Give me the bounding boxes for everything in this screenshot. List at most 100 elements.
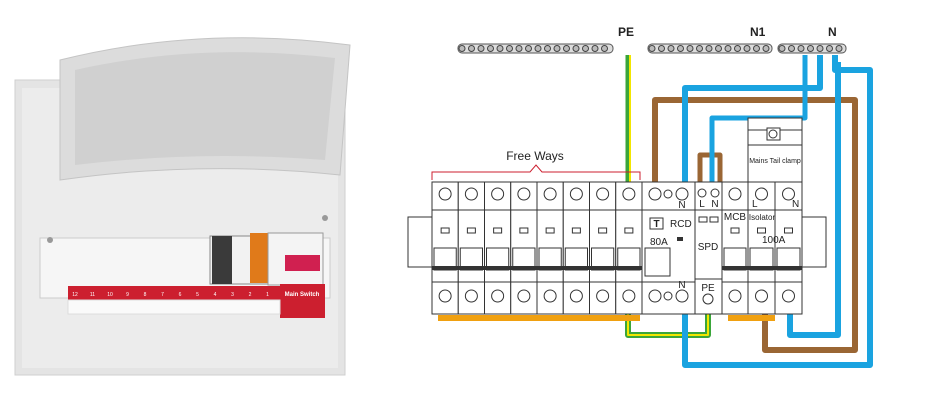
- busbar-screw-icon: [658, 45, 665, 52]
- spd-earth-stripe: [627, 312, 709, 336]
- terminal-icon: [464, 187, 478, 201]
- isolator-n-module: [774, 181, 803, 315]
- way-number: 5: [196, 292, 199, 298]
- terminal-icon: [491, 187, 505, 201]
- clamp-screw-icon: [768, 129, 778, 139]
- rcd-label: RCD: [670, 219, 692, 230]
- terminal-icon: [438, 289, 452, 303]
- indicator: [624, 227, 634, 234]
- n1-busbar-label: N1: [750, 25, 766, 39]
- free-way-module: [510, 181, 538, 315]
- busbar-screw-icon: [601, 45, 608, 52]
- din-rail-left: [407, 216, 433, 268]
- way-number: 11: [90, 292, 95, 298]
- terminal-icon: [728, 187, 742, 201]
- busbar-screw-icon: [572, 45, 580, 52]
- busbar-screw-icon: [553, 45, 561, 52]
- terminal-icon: [517, 289, 531, 303]
- spd-body: [694, 181, 723, 315]
- indicator: [466, 227, 476, 234]
- busbar-screw-icon: [534, 45, 542, 52]
- terminal-icon: [569, 289, 583, 303]
- spd-module: L N SPD PE: [694, 181, 723, 315]
- busbar-screw-icon: [826, 45, 833, 52]
- busbar-screw-icon: [797, 45, 805, 52]
- indicator: [571, 227, 581, 234]
- terminal-icon: [648, 289, 662, 303]
- indicator: [493, 227, 503, 234]
- indicator: [784, 227, 793, 234]
- busbar-screw-icon: [778, 45, 786, 52]
- busbar-screw-icon: [477, 45, 485, 52]
- busbar-screw-icon: [496, 45, 504, 52]
- spd-l-label: L: [699, 199, 705, 210]
- terminal-icon: [728, 289, 742, 303]
- rcd-rating: 80A: [650, 237, 668, 248]
- terminal-icon: [675, 289, 689, 303]
- busbar-screw-icon: [667, 45, 675, 52]
- isolator-neutral-wire: [787, 62, 841, 338]
- way-number: 6: [179, 292, 182, 298]
- terminal-icon: [596, 187, 610, 201]
- device-dark: [212, 236, 232, 284]
- terminal-icon: [543, 187, 557, 201]
- free-way-module: [431, 181, 459, 315]
- rcd-module: N N T RCD 80A: [641, 181, 696, 315]
- busbar-screw-icon: [807, 45, 814, 52]
- busbar-screw-icon: [705, 45, 713, 52]
- busbar-screw-icon: [734, 45, 741, 52]
- isolator-label: Isolator: [749, 213, 776, 222]
- way-blanks: [67, 299, 281, 315]
- way-number: 12: [72, 292, 78, 298]
- terminal-icon: [491, 289, 505, 303]
- way-number: 1: [266, 292, 269, 298]
- lid-inner: [75, 52, 335, 165]
- rcd-top-n-label: N: [678, 200, 685, 211]
- way-label-strip: [68, 286, 280, 300]
- free-ways-label: Free Ways: [506, 149, 564, 163]
- free-way-module: [615, 181, 643, 315]
- busbar-screw-icon: [515, 45, 523, 52]
- terminal-icon: [755, 187, 768, 201]
- busbar-screw-icon: [753, 45, 760, 52]
- spd-device: [250, 233, 268, 283]
- main-switch-label: Main Switch: [285, 292, 320, 298]
- rcd-toggle[interactable]: [644, 247, 671, 277]
- busbar-screw-icon: [648, 45, 656, 52]
- indicator: [440, 227, 450, 234]
- terminal-icon: [517, 187, 531, 201]
- rcd-test-button[interactable]: [649, 217, 664, 230]
- way-number: 4: [214, 292, 217, 298]
- din-rail-right: [799, 216, 827, 268]
- busbar-screw-icon: [686, 45, 694, 52]
- terminal-icon: [648, 187, 662, 201]
- terminal-icon: [782, 187, 795, 201]
- busbar-screw-icon: [563, 45, 570, 52]
- busbar-screw-icon: [544, 45, 551, 52]
- busbar-screw-icon: [458, 45, 466, 52]
- terminal-icon: [438, 187, 452, 201]
- terminal-icon: [702, 293, 714, 305]
- terminal-icon: [675, 187, 689, 201]
- mcb-module: [721, 181, 749, 315]
- busbar-screw-icon: [468, 45, 475, 52]
- free-way-module: [536, 181, 564, 315]
- pe-busbar-label: PE: [618, 25, 634, 39]
- way-number: 10: [107, 292, 113, 298]
- way-number: 2: [249, 292, 252, 298]
- rcd-bottom-n-label: N: [678, 280, 685, 291]
- terminal-icon: [622, 289, 636, 303]
- busbar-screw-icon: [715, 45, 722, 52]
- isolator-rating: 100A: [762, 235, 786, 246]
- tail-clamp-label: Mains Tail clamp: [749, 158, 801, 165]
- wiring-diagram: PE N1 N Free Ways: [407, 25, 873, 368]
- busbar-screw-icon: [762, 45, 770, 52]
- busbar-screw-icon: [506, 45, 513, 52]
- terminal-icon: [710, 188, 720, 198]
- mains-tail-clamp: Mains Tail clamp: [747, 117, 803, 183]
- free-ways: [431, 181, 643, 315]
- screw-icon: [47, 237, 53, 243]
- free-way-module: [484, 181, 512, 315]
